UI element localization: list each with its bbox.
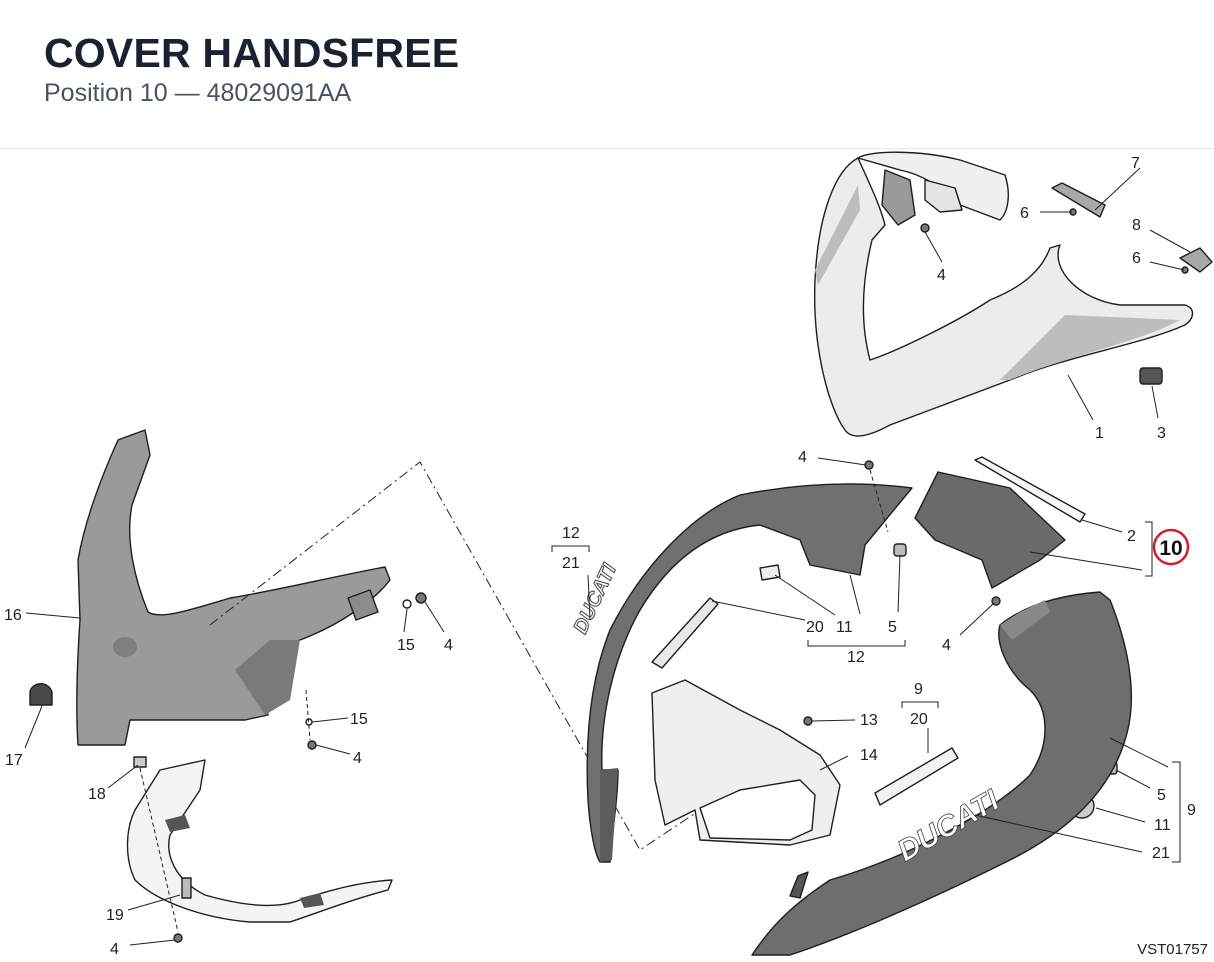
label-2: 2 bbox=[1127, 528, 1136, 545]
label-5a: 5 bbox=[888, 619, 897, 636]
highlight-label: 10 bbox=[1159, 537, 1182, 560]
part-3-grommet[interactable] bbox=[1139, 367, 1163, 385]
part-20-strip[interactable] bbox=[651, 597, 719, 669]
label-18: 18 bbox=[88, 786, 106, 803]
part-8-clip[interactable] bbox=[1179, 247, 1213, 273]
label-4c: 4 bbox=[942, 637, 951, 654]
label-15b: 15 bbox=[350, 711, 368, 728]
part-7-clip[interactable] bbox=[1051, 182, 1106, 218]
drawing-code: VST01757 bbox=[1137, 941, 1208, 958]
label-14: 14 bbox=[860, 747, 878, 764]
label-4f: 4 bbox=[110, 941, 119, 958]
label-20b: 20 bbox=[910, 711, 928, 728]
label-1: 1 bbox=[1095, 425, 1104, 442]
label-5b: 5 bbox=[1157, 787, 1166, 804]
part-20-strip-right[interactable] bbox=[874, 747, 959, 806]
page-title: COVER HANDSFREE bbox=[44, 30, 460, 76]
label-16: 16 bbox=[4, 607, 22, 624]
label-13: 13 bbox=[860, 712, 878, 729]
label-11a: 11 bbox=[836, 619, 853, 636]
part-11-pad[interactable] bbox=[759, 564, 781, 581]
label-9a: 9 bbox=[914, 681, 923, 698]
label-4e: 4 bbox=[353, 750, 362, 767]
label-11b: 11 bbox=[1154, 817, 1171, 834]
label-4b: 4 bbox=[798, 449, 807, 466]
part-19-lower-bracket[interactable] bbox=[126, 759, 393, 923]
label-4a: 4 bbox=[937, 267, 946, 284]
part-16-upper-fairing[interactable] bbox=[76, 429, 391, 746]
highlight-marker[interactable]: 10 bbox=[1152, 528, 1190, 566]
part-14-inner-panel[interactable] bbox=[651, 679, 841, 846]
page-subtitle: Position 10 — 48029091AA bbox=[44, 79, 352, 107]
label-19: 19 bbox=[106, 907, 124, 924]
label-21a: 21 bbox=[562, 555, 580, 572]
leader-lines bbox=[24, 167, 1191, 946]
label-12a: 12 bbox=[562, 525, 580, 542]
label-17: 17 bbox=[5, 752, 23, 769]
part-2-strip[interactable] bbox=[974, 456, 1086, 523]
alignment-guide bbox=[209, 461, 701, 851]
label-6b: 6 bbox=[1132, 250, 1141, 267]
label-9b: 9 bbox=[1187, 802, 1196, 819]
exploded-parts-diagram: DUCATI DUCATI bbox=[4, 151, 1213, 958]
label-4d: 4 bbox=[444, 637, 453, 654]
part-labels: 7 6 8 6 4 1 3 4 2 12 21 20 11 5 12 4 9 2… bbox=[4, 155, 1196, 958]
label-6a: 6 bbox=[1020, 205, 1029, 222]
part-10-handsfree-cover[interactable] bbox=[914, 471, 1066, 589]
label-8: 8 bbox=[1132, 217, 1141, 234]
part-17-badge[interactable] bbox=[29, 683, 53, 706]
label-15a: 15 bbox=[397, 637, 415, 654]
label-21b: 21 bbox=[1152, 845, 1170, 862]
part-1-front-frame[interactable] bbox=[813, 151, 1194, 437]
label-3: 3 bbox=[1157, 425, 1166, 442]
header: COVER HANDSFREE Position 10 — 48029091AA bbox=[0, 0, 1214, 149]
label-7: 7 bbox=[1131, 155, 1140, 172]
label-12b: 12 bbox=[847, 649, 865, 666]
label-20a: 20 bbox=[806, 619, 824, 636]
